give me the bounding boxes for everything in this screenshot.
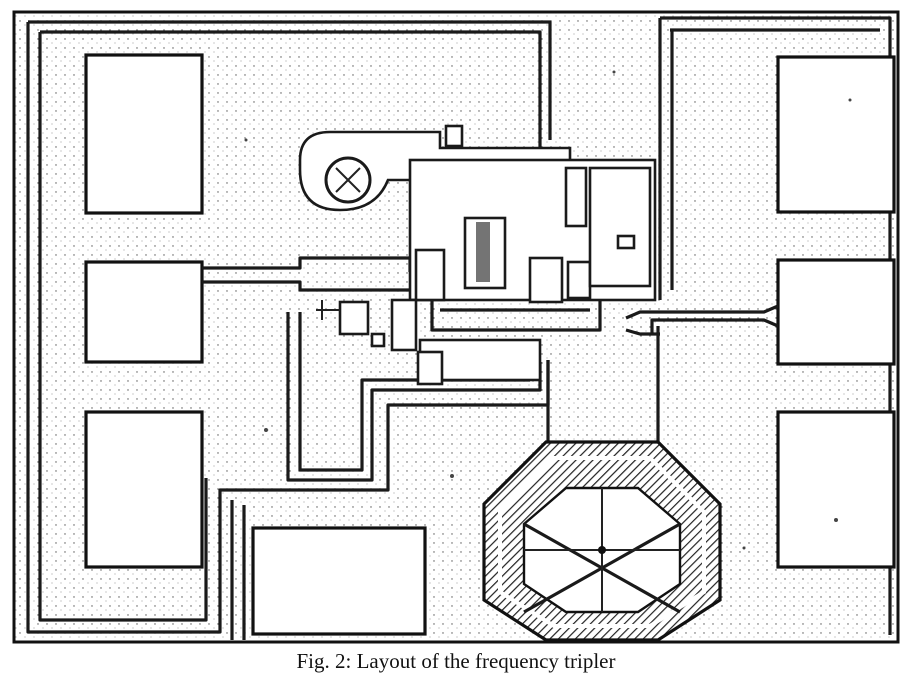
pad-left-bottom	[84, 410, 204, 569]
figure-caption: Fig. 2: Layout of the frequency tripler	[296, 649, 616, 673]
noise-marks	[244, 70, 852, 550]
pad-right-mid	[776, 258, 896, 366]
spiral-inductor	[482, 326, 722, 642]
pad-right-bottom	[776, 410, 896, 569]
output-line	[625, 304, 779, 336]
tripler-layout-diagram	[12, 10, 900, 644]
pad-left-top	[84, 53, 204, 215]
pad-left-mid	[84, 260, 204, 364]
transistor-block	[316, 158, 657, 386]
pad-bottom-center	[251, 526, 427, 636]
pad-right-top	[776, 55, 896, 214]
